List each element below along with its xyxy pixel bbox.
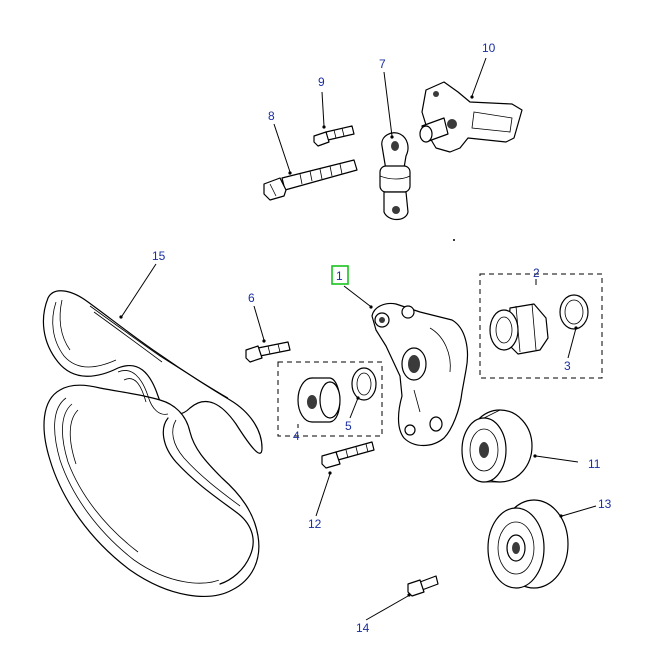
drive-belt bbox=[42, 290, 263, 597]
leader-lines bbox=[119, 57, 597, 621]
callout-1[interactable]: 1 bbox=[336, 269, 343, 283]
highlight-box bbox=[331, 265, 349, 285]
callout-8[interactable]: 8 bbox=[268, 109, 275, 123]
pulley-bush bbox=[297, 377, 341, 423]
callout-10[interactable]: 10 bbox=[482, 41, 496, 55]
mounting-bracket bbox=[419, 81, 523, 153]
sealing-ring-5 bbox=[351, 367, 377, 401]
callout-15[interactable]: 15 bbox=[152, 249, 166, 263]
callout-6[interactable]: 6 bbox=[248, 291, 255, 305]
kit-box-4 bbox=[277, 361, 383, 437]
tensioner-damper bbox=[379, 132, 411, 221]
callout-9[interactable]: 9 bbox=[318, 75, 325, 89]
idler-pulley-11 bbox=[461, 409, 533, 483]
flange-bolt-14 bbox=[407, 575, 439, 597]
callout-3[interactable]: 3 bbox=[564, 359, 571, 373]
kit-box-2 bbox=[479, 273, 603, 379]
callout-7[interactable]: 7 bbox=[379, 57, 386, 71]
long-bolt bbox=[263, 159, 358, 201]
callout-11[interactable]: 11 bbox=[588, 457, 601, 471]
callout-12[interactable]: 12 bbox=[308, 517, 322, 531]
callout-13[interactable]: 13 bbox=[598, 497, 612, 511]
callout-14[interactable]: 14 bbox=[356, 621, 370, 635]
idler-pulley-hub bbox=[489, 303, 549, 355]
callout-5[interactable]: 5 bbox=[345, 419, 352, 433]
sealing-ring-3 bbox=[559, 294, 589, 330]
callouts: 1 2 3 4 5 6 7 8 9 10 11 12 13 14 15 bbox=[152, 41, 612, 635]
idler-pulley-13 bbox=[487, 499, 569, 589]
tensioner-assembly bbox=[371, 302, 469, 447]
callout-4[interactable]: 4 bbox=[293, 429, 300, 443]
flange-bolt-12 bbox=[321, 441, 375, 469]
callout-2[interactable]: 2 bbox=[533, 266, 540, 280]
short-bolt bbox=[313, 125, 355, 147]
flange-bolt-6 bbox=[245, 341, 291, 363]
